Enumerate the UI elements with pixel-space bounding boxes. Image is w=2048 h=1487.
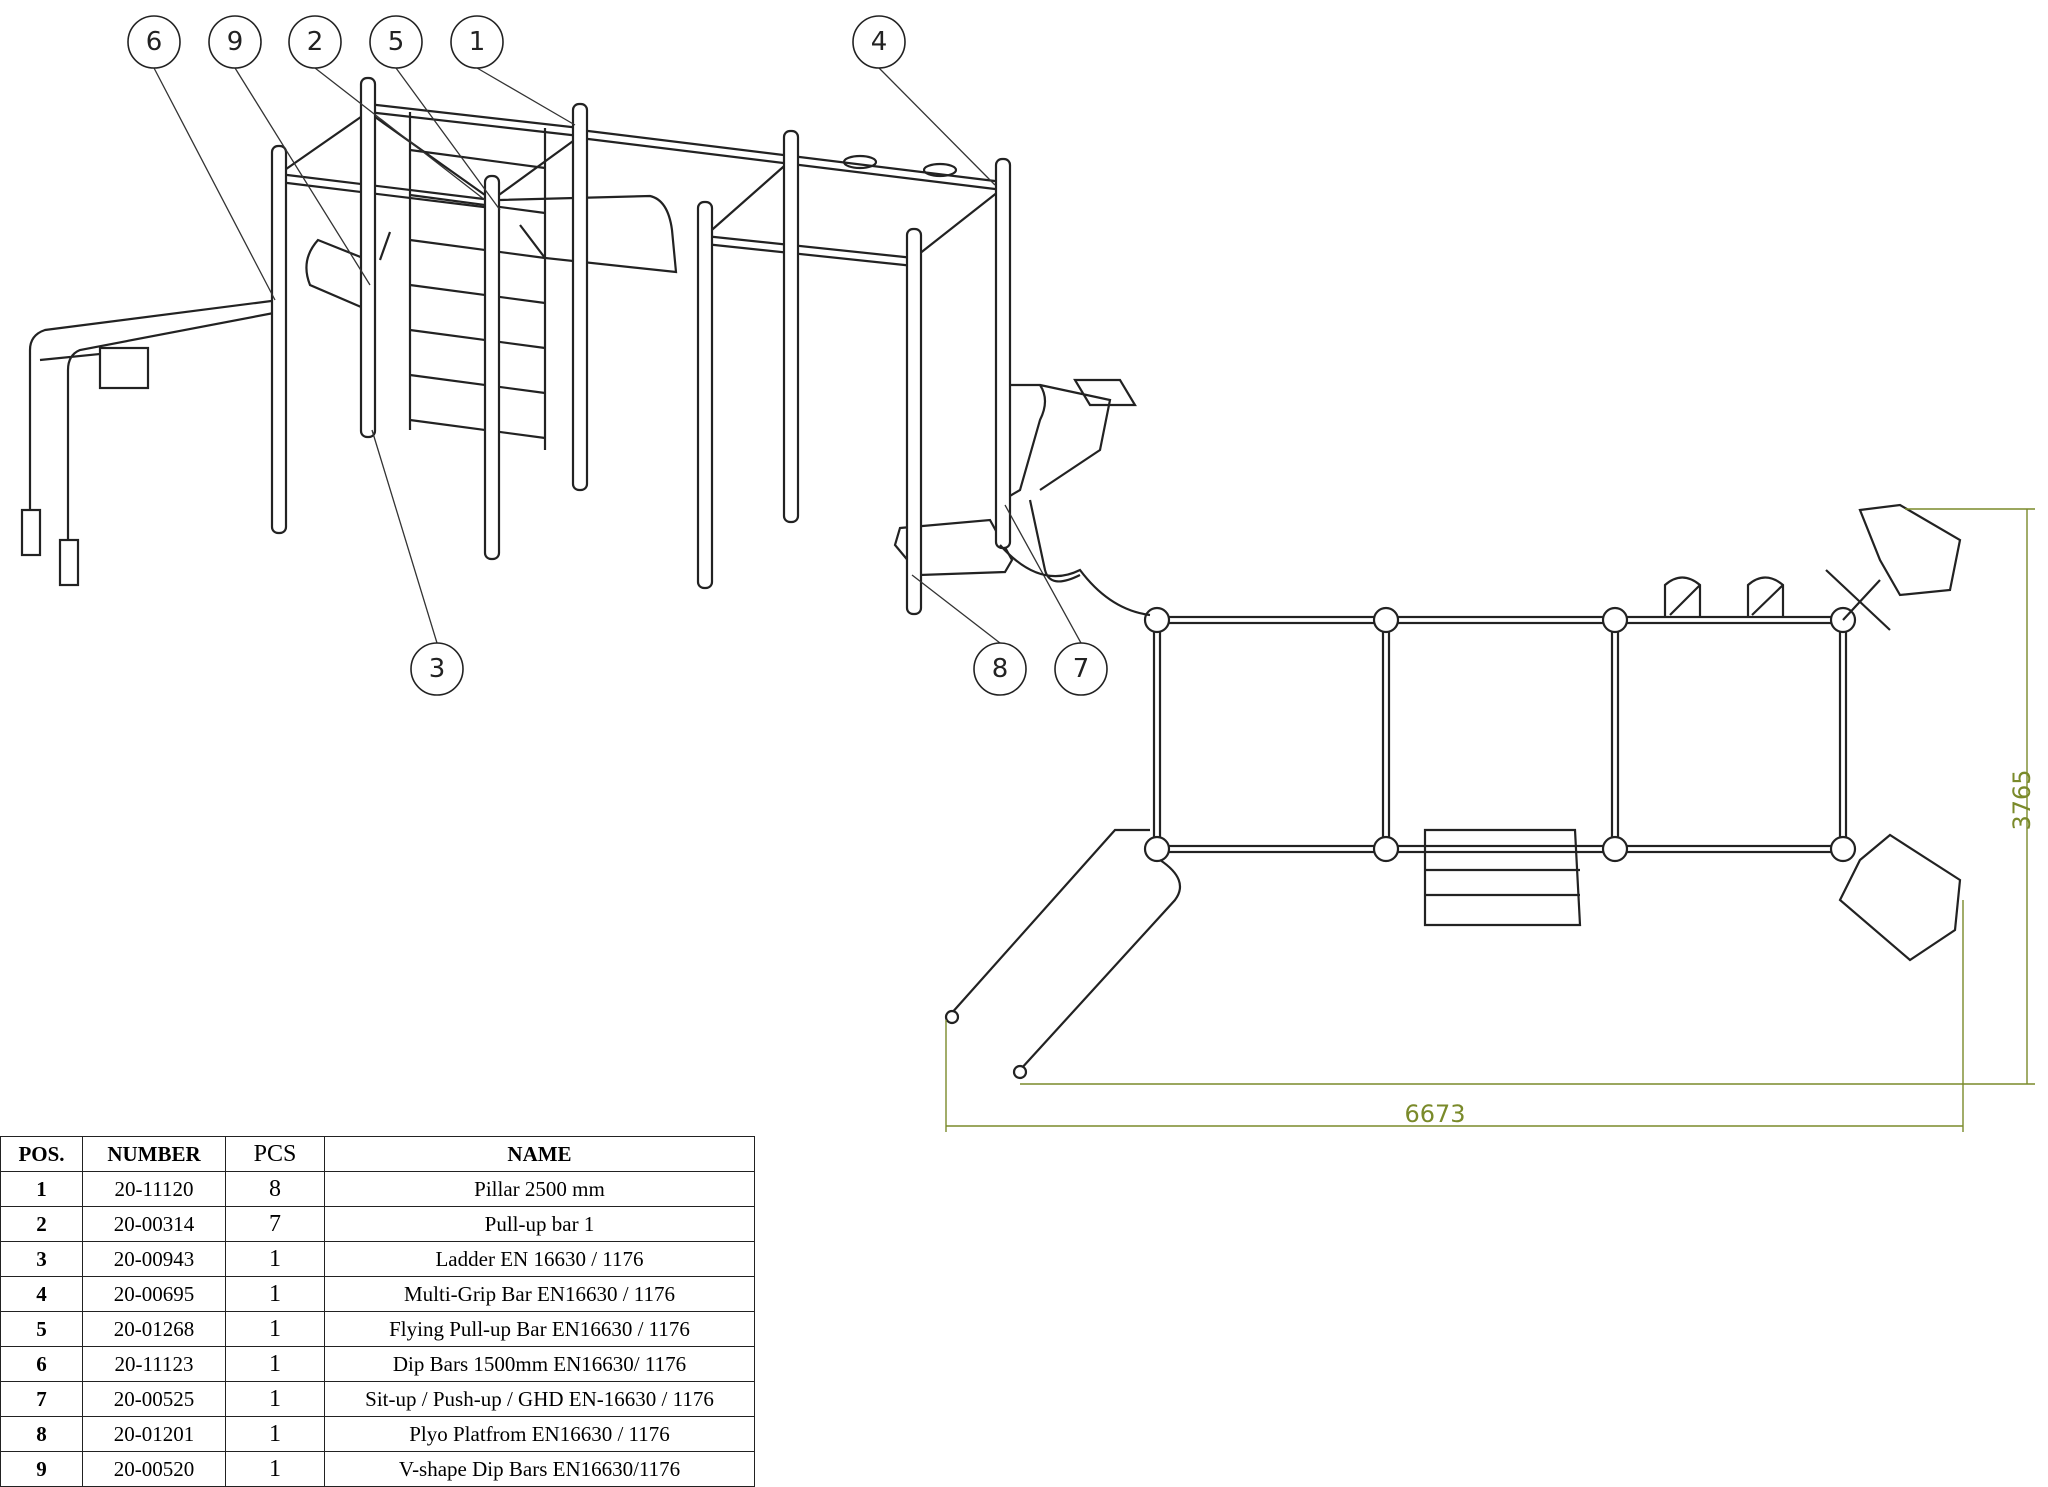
svg-text:1: 1 [469,27,486,57]
callout-6: 6 [127,15,181,69]
cell-number: 20-11120 [82,1171,226,1207]
cell-pcs: 1 [225,1416,325,1452]
callout-5: 5 [369,15,423,69]
cell-number: 20-00520 [82,1451,226,1487]
plan-vshape-dip-bars [999,499,1151,617]
cell-name: Flying Pull-up Bar EN16630 / 1176 [324,1311,755,1347]
cell-pcs: 1 [225,1381,325,1417]
cell-name: Ladder EN 16630 / 1176 [324,1241,755,1277]
cell-name: Plyo Platfrom EN16630 / 1176 [324,1416,755,1452]
header-number: NUMBER [82,1136,226,1172]
table-header-row: POS. NUMBER PCS NAME [0,1136,755,1172]
cell-number: 20-01268 [82,1311,226,1347]
plyo-platform [893,518,1014,577]
cell-number: 20-01201 [82,1416,226,1452]
ladder [408,112,547,450]
situp-ghd-station [1002,383,1112,501]
multi-grip-ring [922,162,958,178]
header-pos: POS. [0,1136,83,1172]
plan-dip-bars [949,828,1182,1071]
cell-number: 20-00943 [82,1241,226,1277]
cell-number: 20-00525 [82,1381,226,1417]
dip-bars [28,298,280,545]
cell-name: Dip Bars 1500mm EN16630/ 1176 [324,1346,755,1382]
cell-name: Pull-up bar 1 [324,1206,755,1242]
callout-2: 2 [288,15,342,69]
callout-7: 7 [1054,642,1108,696]
callout-8: 8 [973,642,1027,696]
cell-name: V-shape Dip Bars EN16630/1176 [324,1451,755,1487]
svg-text:7: 7 [1073,654,1090,684]
svg-text:3765: 3765 [2008,769,2036,830]
plan-view: 3765 6673 [944,499,2036,1132]
callout-3: 3 [410,642,464,696]
plan-plyo-platform-2 [1838,833,1962,962]
svg-text:8: 8 [992,654,1009,684]
cell-pcs: 7 [225,1206,325,1242]
dimension-depth: 3765 [1020,508,2036,1085]
multi-grip-ring [842,154,878,170]
header-name: NAME [324,1136,755,1172]
cell-name: Sit-up / Push-up / GHD EN-16630 / 1176 [324,1381,755,1417]
cell-pos: 8 [0,1416,83,1452]
cell-pos: 5 [0,1311,83,1347]
isometric-view: 6 9 2 5 1 4 3 8 7 [20,15,1137,696]
cell-pos: 9 [0,1451,83,1487]
cell-pos: 3 [0,1241,83,1277]
flying-pullup-bar [499,194,678,274]
callout-4: 4 [852,15,906,69]
cell-name: Multi-Grip Bar EN16630 / 1176 [324,1276,755,1312]
dimension-width: 6673 [945,900,1964,1132]
plan-bars [1152,615,1848,854]
svg-text:9: 9 [227,27,244,57]
svg-text:3: 3 [429,654,446,684]
leader-lines [153,67,1082,644]
cell-pcs: 8 [225,1171,325,1207]
cell-pos: 1 [0,1171,83,1207]
cell-pos: 2 [0,1206,83,1242]
cell-number: 20-11123 [82,1346,226,1382]
frame-bars [278,102,1004,268]
pillars [270,76,1012,616]
v-shape-dip-bars [305,231,392,312]
cell-pos: 4 [0,1276,83,1312]
svg-text:4: 4 [871,27,888,57]
svg-text:6673: 6673 [1404,1100,1465,1128]
svg-text:5: 5 [388,27,405,57]
cell-number: 20-00695 [82,1276,226,1312]
situp-pad [1073,378,1137,407]
cell-number: 20-00314 [82,1206,226,1242]
cell-pcs: 1 [225,1346,325,1382]
callout-9: 9 [208,15,262,69]
svg-text:6: 6 [146,27,163,57]
plan-posts [1143,606,1857,863]
cell-pcs: 1 [225,1451,325,1487]
cell-name: Pillar 2500 mm [324,1171,755,1207]
cell-pos: 7 [0,1381,83,1417]
plan-plyo-platform [1423,828,1582,927]
svg-text:2: 2 [307,27,324,57]
cell-pos: 6 [0,1346,83,1382]
dip-bars-sign [98,346,150,390]
plan-situp-station [1825,503,1962,631]
header-pcs: PCS [225,1136,325,1172]
cell-pcs: 1 [225,1311,325,1347]
cell-pcs: 1 [225,1241,325,1277]
callout-1: 1 [450,15,504,69]
cell-pcs: 1 [225,1276,325,1312]
plan-multi-grip [1663,576,1785,617]
